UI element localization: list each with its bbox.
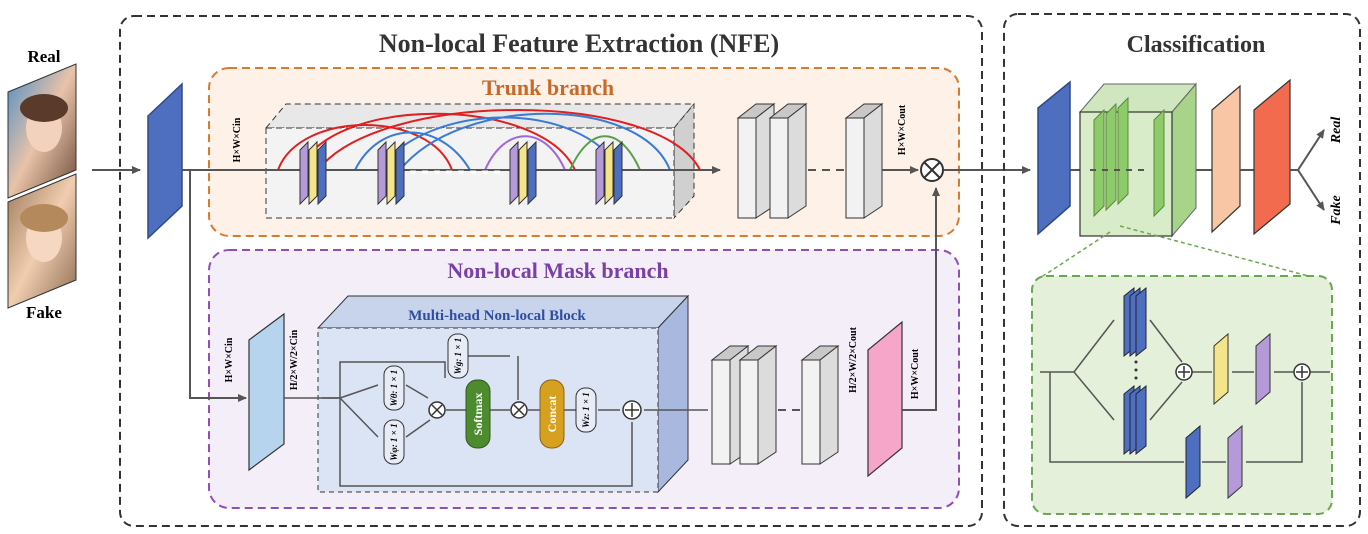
detail-blue-stack-top [1123,286,1147,358]
svg-text:Wφ: 1 × 1: Wφ: 1 × 1 [389,423,399,460]
detail-blue-stack-bottom [1123,384,1147,456]
mask-branch-entry-line [189,170,247,402]
fake-face-image [7,173,77,309]
trunk-conv-group-2 [377,140,405,206]
fc-layer-1 [1211,84,1241,234]
zoom-connector-right [1119,225,1317,279]
svg-text:Softmax: Softmax [471,393,485,436]
fc-layer-2 [1253,78,1291,236]
trunk-conv-group-4 [595,140,623,206]
nfe-title: Non-local Feature Extraction (NFE) [379,29,779,58]
svg-text:Wg: 1 × 1: Wg: 1 × 1 [453,338,463,374]
real-output-label: Real [1329,117,1344,145]
w-g-conv: Wg: 1 × 1 [447,333,469,379]
trunk-output-blocks [736,102,884,219]
real-input-label: Real [27,47,60,66]
trunk-conv-group-3 [509,140,537,206]
residual-add-node [622,400,642,420]
detail-ellipsis [1134,360,1138,380]
affinity-multiply-node [428,401,446,419]
classification-module-box [1003,13,1361,527]
green-feature-block [1078,82,1198,238]
svg-text:Wz: 1 × 1: Wz: 1 × 1 [581,392,591,427]
mask-to-multiply-arrow [902,187,940,411]
mask-input-dim: H×W×Cin [224,337,235,382]
zoom-connector-left [1039,231,1111,279]
non-local-block-wiring [284,355,708,487]
downsample-feature-map [248,312,285,472]
detail-add-node-1 [1175,363,1193,381]
trunk-input-dim: H×W×Cin [232,117,243,162]
trunk-conv-group-1 [299,140,327,206]
trunk-output-dim: H×W×Cout [897,104,908,155]
mask-branch-title: Non-local Mask branch [447,258,668,283]
fake-input-label: Fake [26,303,62,322]
detail-add-node-2 [1293,363,1311,381]
concat-op: Concat [539,379,565,449]
real-output-arrow [1290,129,1325,171]
detail-purple-layer-1 [1255,332,1271,406]
detail-panel-wiring [1040,319,1330,463]
svg-text:Wθ: 1 × 1: Wθ: 1 × 1 [389,370,399,407]
detail-blue-shortcut [1185,424,1201,500]
real-face-image [7,63,77,199]
mask-pre-output-dim: H/2×W/2×Cout [848,326,859,393]
detail-yellow-layer [1213,332,1229,406]
fake-output-arrow [1290,169,1325,211]
svg-text:Concat: Concat [545,396,559,433]
w-phi-conv: Wφ: 1 × 1 [383,419,405,465]
mask-output-feature-map [867,320,903,478]
w-z-conv: Wz: 1 × 1 [575,387,597,433]
mask-output-dim: H×W×Cout [910,348,921,399]
elementwise-multiply-node [920,158,944,182]
mask-output-blocks [710,344,840,465]
classifier-input-map [1037,80,1071,236]
nfe-module-box [119,15,983,527]
classifier-detail-panel [1031,275,1333,515]
w-theta-conv: Wθ: 1 × 1 [383,365,405,411]
value-multiply-node [510,401,528,419]
softmax-op: Softmax [465,379,491,449]
detail-purple-layer-2 [1227,424,1243,500]
trunk-branch-title: Trunk branch [482,75,614,100]
non-local-block-title: Multi-head Non-local Block [408,308,586,324]
trunk-residual-stack [264,102,696,220]
fake-output-label: Fake [1329,195,1344,226]
classification-title: Classification [1127,32,1266,58]
input-feature-map [147,82,183,240]
mask-mid-dim: H/2×W/2×Cin [289,329,300,390]
